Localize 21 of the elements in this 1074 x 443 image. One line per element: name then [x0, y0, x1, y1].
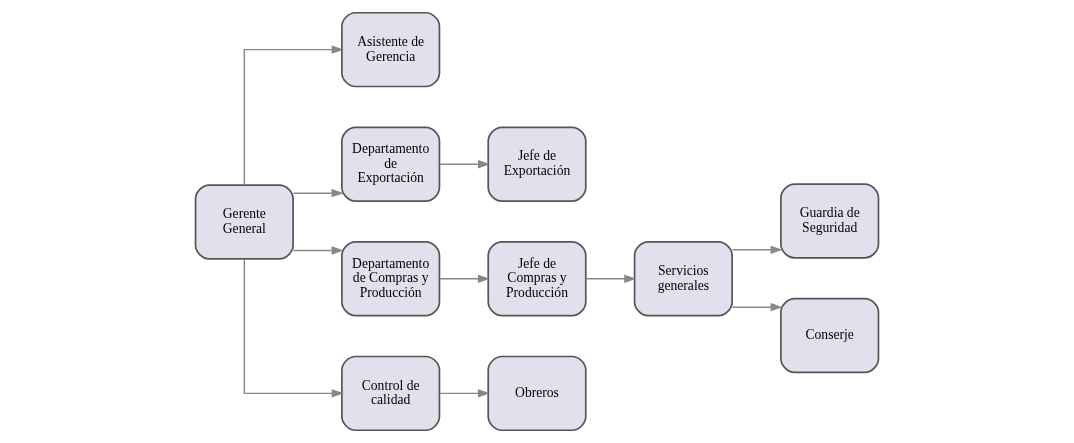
node-box: Jefe de Compras y Producción — [487, 241, 587, 317]
node-box: Jefe de Exportación — [487, 126, 587, 202]
arrow — [243, 45, 344, 186]
arrow — [292, 246, 344, 255]
arrow — [731, 245, 783, 255]
arrow — [731, 302, 783, 312]
node-box: Conserje — [780, 297, 880, 374]
arrow — [439, 389, 490, 398]
node-box: Control de calidad — [341, 355, 441, 432]
node-box: Obreros — [487, 355, 587, 432]
arrow — [585, 274, 637, 283]
node-box: Departamento de Compras y Producción — [341, 241, 441, 317]
node-box: Guardia de Seguridad — [780, 183, 880, 259]
node-box: Asistente de Gerencia — [341, 11, 441, 88]
arrow — [439, 274, 490, 283]
arrow — [243, 258, 344, 398]
arrow — [439, 160, 490, 169]
node-box: Gerente General — [194, 184, 294, 260]
node-box: Servicios generales — [633, 241, 733, 317]
node-box: Departamento de Exportación — [341, 126, 441, 202]
arrow — [292, 188, 344, 198]
